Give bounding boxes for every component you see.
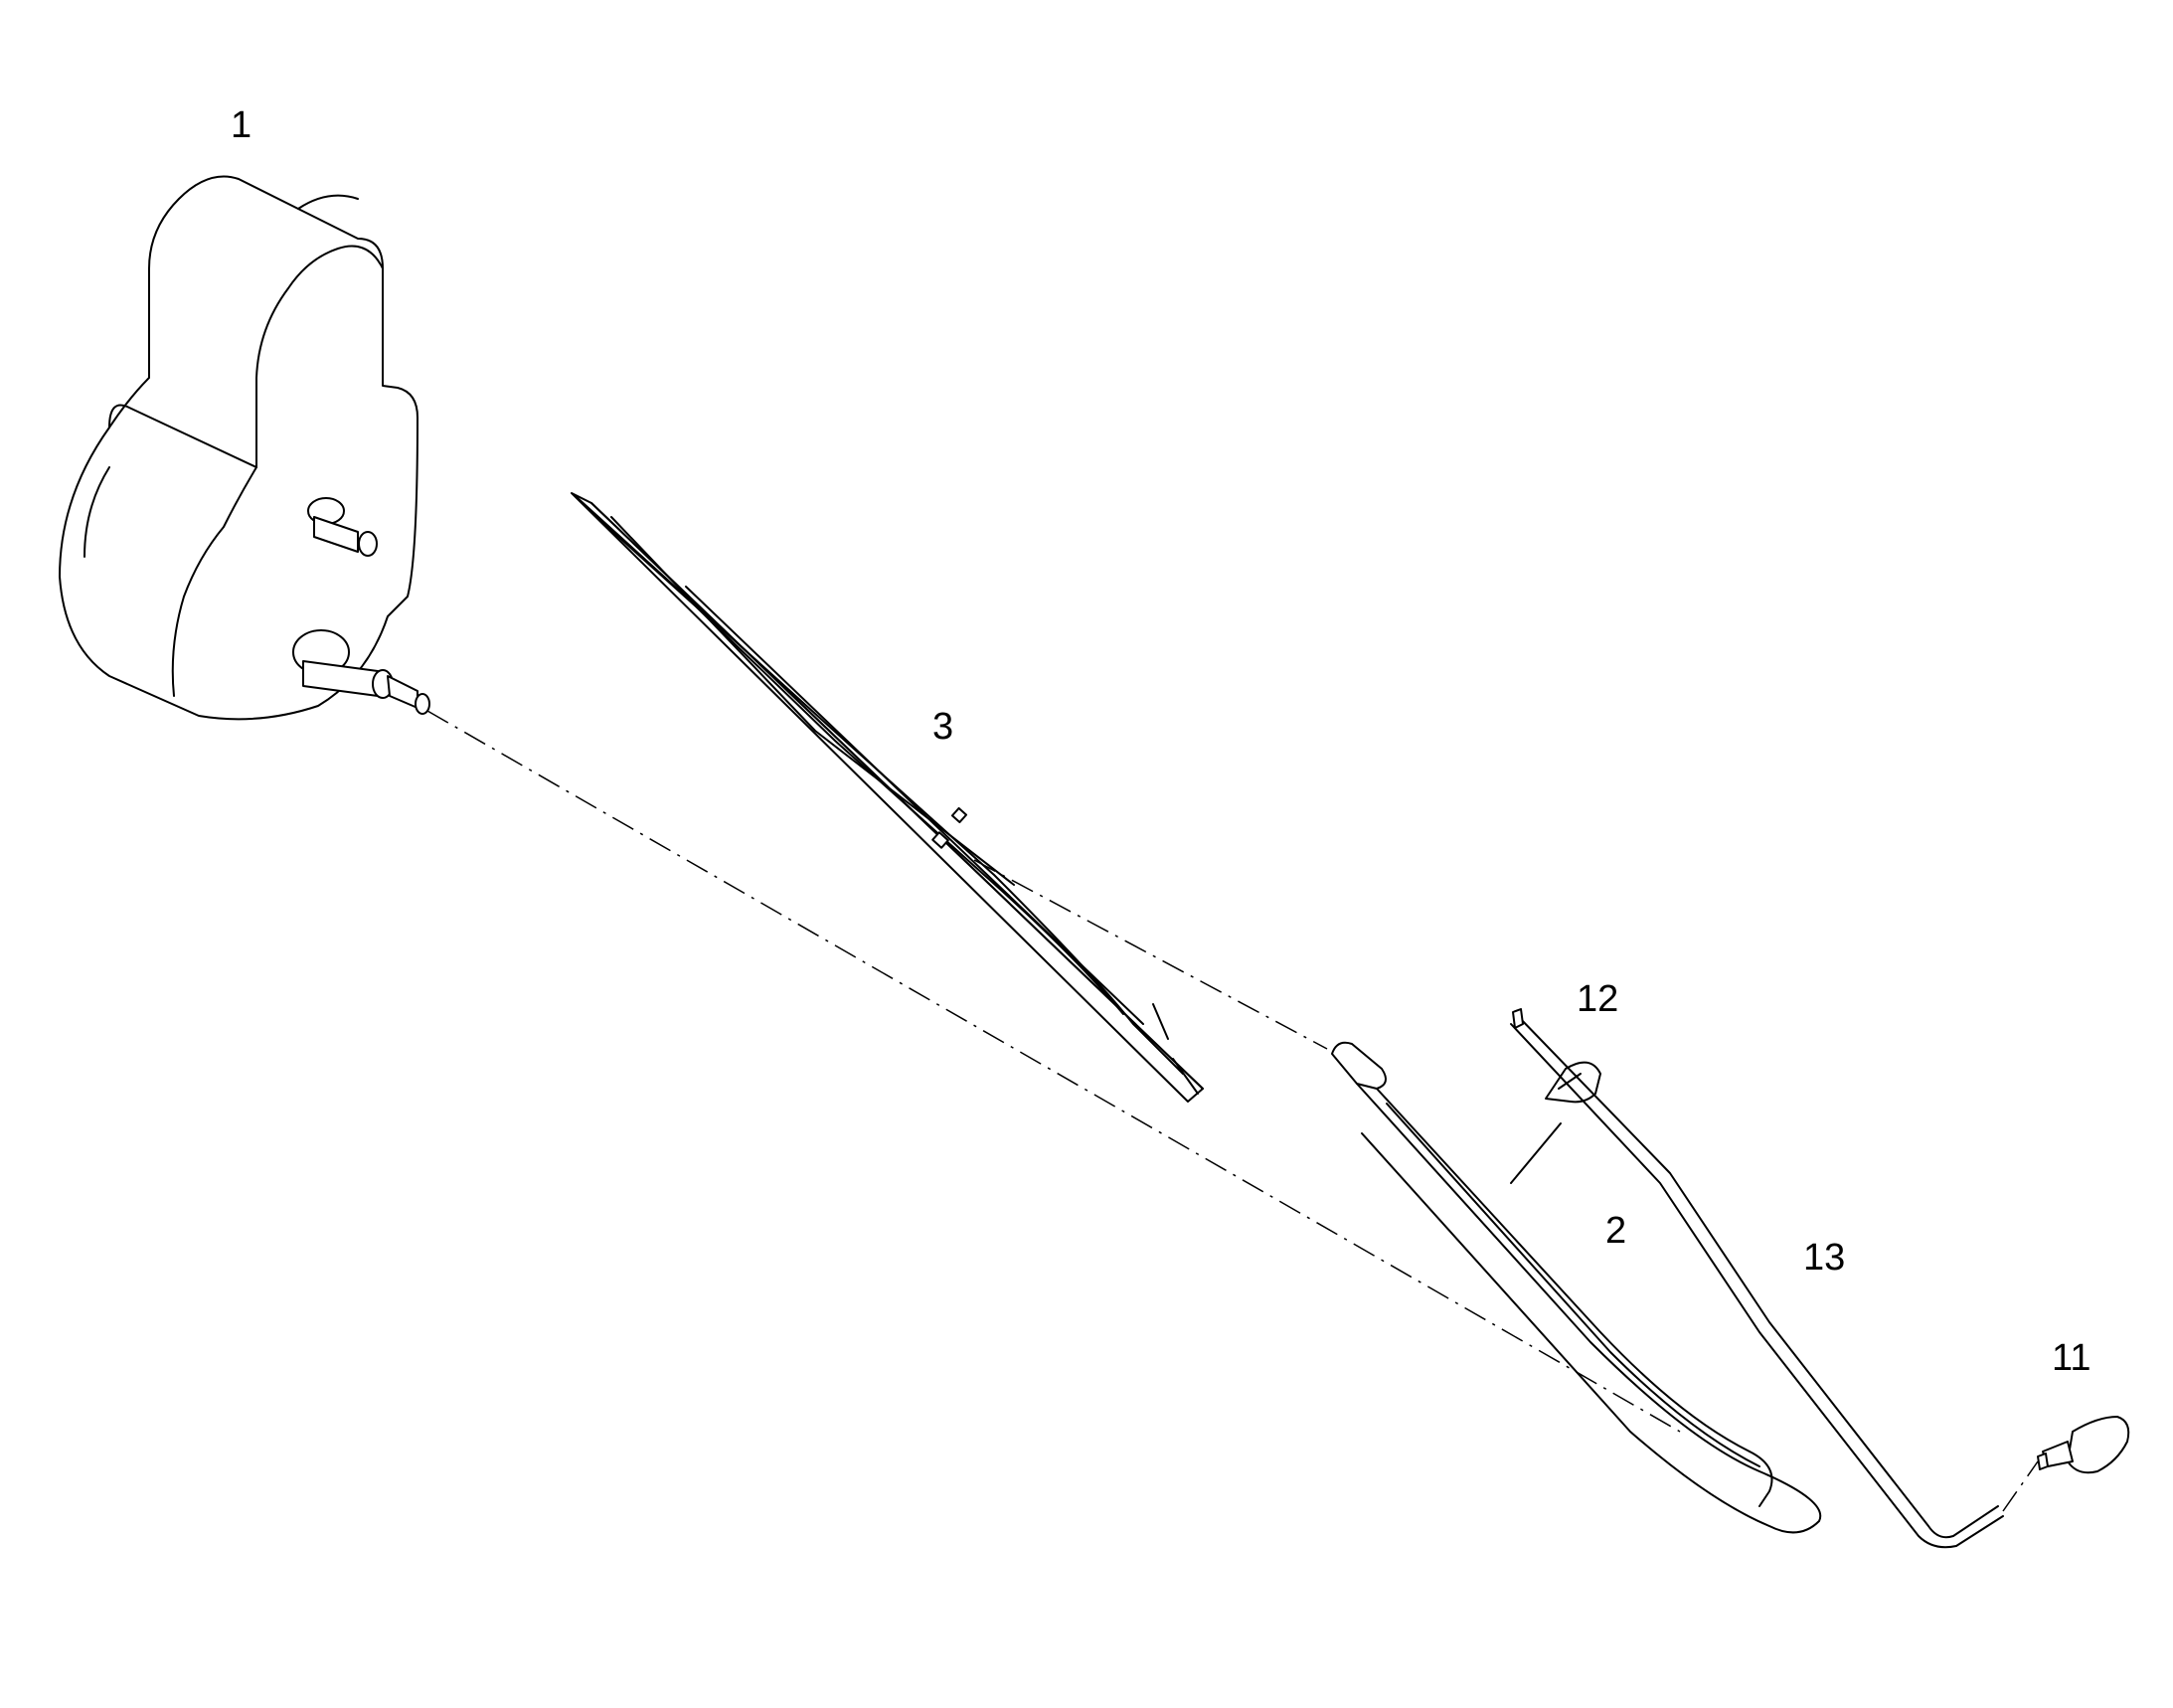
part-2-wiper-arm <box>1331 1041 1822 1534</box>
callout-13: 13 <box>1803 1237 1845 1279</box>
callout-2: 2 <box>1605 1210 1626 1252</box>
callout-1: 1 <box>231 104 251 146</box>
callout-12: 12 <box>1577 978 1618 1020</box>
part-1-wiper-motor <box>59 175 430 721</box>
callout-3: 3 <box>932 706 953 748</box>
callout-11: 11 <box>2052 1337 2090 1379</box>
part-3-wiper-blade <box>571 492 1204 1103</box>
part-13-washer-hose <box>1510 1008 2004 1549</box>
assembly-guide-lines <box>426 710 2039 1512</box>
part-11-washer-nozzle <box>2037 1416 2130 1474</box>
part-12-hose-clip <box>1545 1061 1601 1104</box>
